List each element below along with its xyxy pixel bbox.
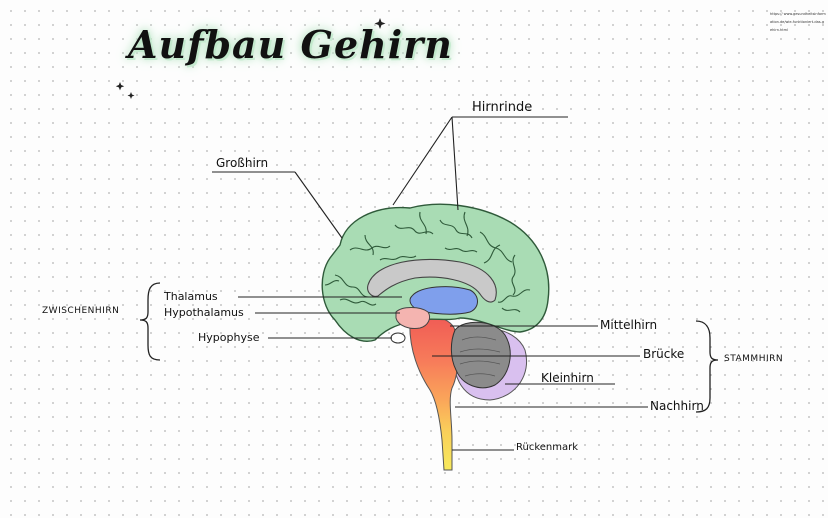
cortex-gyri — [324, 211, 531, 313]
label-stammhirn: STAMMHIRN — [724, 354, 784, 364]
sparkle-icon — [115, 18, 386, 99]
label-bruecke: Brücke — [643, 347, 685, 361]
label-zwischenhirn: ZWISCHENHIRN — [42, 306, 120, 316]
cerebellum-folia — [459, 336, 501, 377]
stammhirn-brace — [695, 320, 719, 413]
cerebellum — [450, 321, 511, 389]
label-hypophyse: Hypophyse — [198, 331, 260, 344]
hypophysis — [390, 332, 406, 344]
thalamus — [395, 307, 431, 329]
label-rueckenmark: Rückenmark — [516, 442, 579, 453]
zwischenhirn-brace — [139, 282, 161, 361]
corpus-callosum — [367, 258, 497, 303]
brainstem — [409, 314, 459, 471]
label-hirnrinde: Hirnrinde — [472, 100, 533, 115]
label-mittelhirn: Mittelhirn — [600, 318, 658, 332]
page-title: Aufbau Gehirn — [128, 22, 453, 67]
label-thalamus: Thalamus — [164, 290, 218, 303]
source-url-note: https:// www.gesundheitsinformation.de/w… — [770, 12, 826, 32]
label-kleinhirn: Kleinhirn — [541, 371, 594, 385]
label-hypothalamus: Hypothalamus — [164, 306, 244, 319]
label-nachhirn: Nachhirn — [650, 399, 704, 413]
label-grosshirn: Großhirn — [216, 156, 269, 170]
ventricle — [409, 286, 478, 315]
leader-lines — [212, 116, 648, 451]
